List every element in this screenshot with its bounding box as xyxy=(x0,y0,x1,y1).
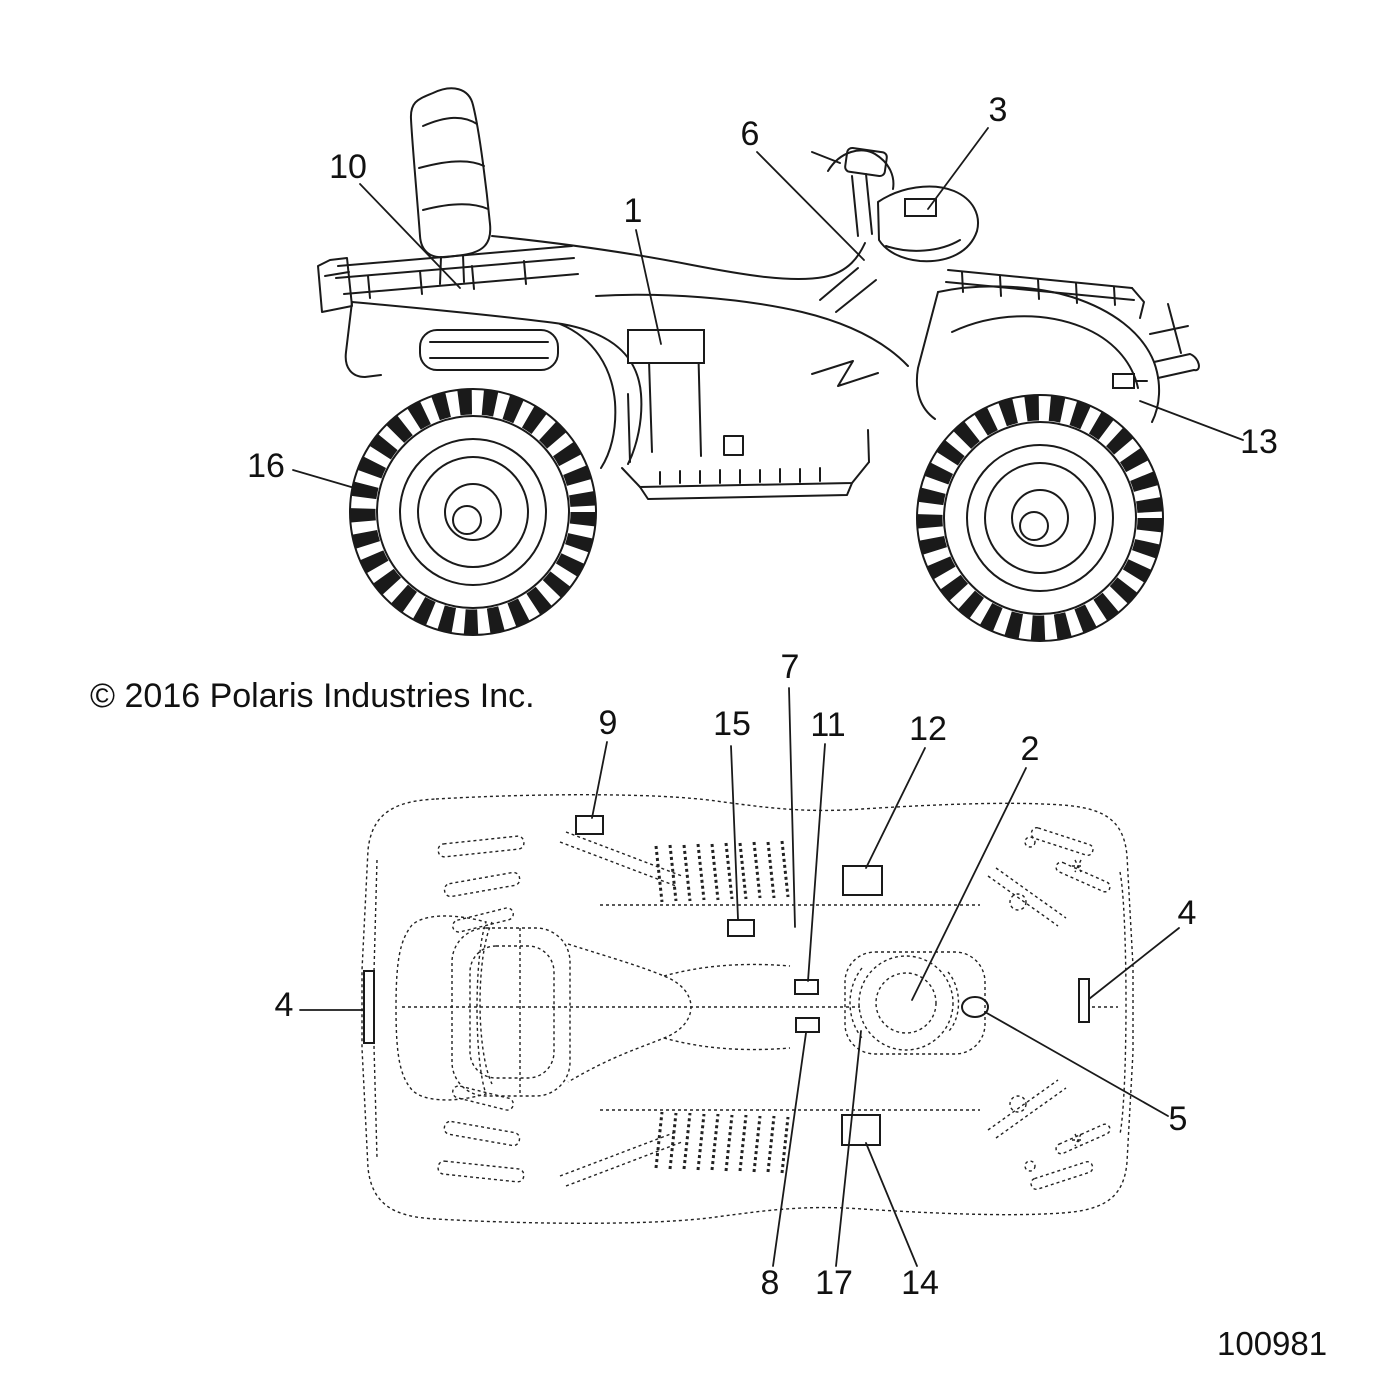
decal-box-8 xyxy=(795,1017,820,1033)
leader-8 xyxy=(772,1032,807,1267)
handlebar-and-pod xyxy=(811,146,979,263)
callout-7[interactable]: 7 xyxy=(781,648,800,686)
leader-4-right xyxy=(1088,927,1180,1000)
copyright-notice: © 2016 Polaris Industries Inc. xyxy=(90,677,535,715)
drawing-number: 100981 xyxy=(1217,1325,1327,1362)
callout-6[interactable]: 6 xyxy=(741,115,760,153)
front-rack-and-fender xyxy=(916,269,1200,423)
front-wheel xyxy=(916,394,1164,642)
leader-5 xyxy=(984,1011,1169,1117)
callout-17[interactable]: 17 xyxy=(815,1264,853,1302)
leader-10 xyxy=(359,183,461,289)
callout-11[interactable]: 11 xyxy=(810,706,845,744)
decal-box-3 xyxy=(904,198,937,217)
decal-box-15 xyxy=(727,919,755,937)
callout-1[interactable]: 1 xyxy=(624,192,643,230)
leader-7 xyxy=(788,687,796,928)
rear-rack xyxy=(317,245,579,313)
leader-12 xyxy=(865,747,926,869)
seat-and-tank xyxy=(491,235,909,457)
callout-14[interactable]: 14 xyxy=(901,1264,939,1302)
leader-2 xyxy=(911,767,1027,1001)
leader-3 xyxy=(927,127,989,210)
leader-6 xyxy=(756,151,865,261)
engine-circle xyxy=(844,951,986,1055)
leader-14 xyxy=(865,1142,918,1267)
leader-1 xyxy=(635,229,662,345)
callout-4-left[interactable]: 4 xyxy=(275,986,294,1024)
rear-wheel xyxy=(349,388,597,636)
rear-suspension xyxy=(559,831,683,1187)
running-board xyxy=(621,393,870,500)
decal-box-4-left xyxy=(363,970,375,1044)
decal-box-11 xyxy=(794,979,819,995)
leader-13 xyxy=(1139,400,1244,441)
leader-11 xyxy=(807,743,826,982)
top-leader-lines xyxy=(299,687,1180,1267)
frame-rails xyxy=(600,904,1118,1111)
callout-4-right[interactable]: 4 xyxy=(1178,894,1197,932)
callout-13[interactable]: 13 xyxy=(1240,423,1278,461)
rear-rack-top xyxy=(437,835,525,1183)
leader-9 xyxy=(591,741,608,819)
front-suspension xyxy=(987,836,1084,1172)
fuel-cap xyxy=(961,996,989,1018)
leader-16 xyxy=(292,469,359,490)
decal-box-9 xyxy=(575,815,604,835)
decal-box-1 xyxy=(627,329,705,364)
side-leader-lines xyxy=(292,127,1244,490)
callout-15[interactable]: 15 xyxy=(713,705,751,743)
callout-2[interactable]: 2 xyxy=(1021,730,1040,768)
side-view-drawing: 1 3 6 10 13 16 xyxy=(247,87,1278,642)
callout-8[interactable]: 8 xyxy=(761,1264,780,1302)
top-view-outline xyxy=(361,794,1134,1224)
callout-9[interactable]: 9 xyxy=(599,704,618,742)
decal-box-4-right xyxy=(1078,978,1090,1023)
top-view-drawing: 2 4 4 5 7 8 9 11 12 14 15 17 xyxy=(275,648,1197,1302)
front-rack-top xyxy=(1030,827,1111,1191)
callout-16[interactable]: 16 xyxy=(247,447,285,485)
rear-fender xyxy=(344,301,643,469)
callout-12[interactable]: 12 xyxy=(909,710,947,748)
callout-3[interactable]: 3 xyxy=(989,91,1008,129)
decal-box-14 xyxy=(841,1114,881,1146)
decal-box-12 xyxy=(842,865,883,896)
leader-15 xyxy=(730,745,739,920)
decal-box-13 xyxy=(1112,373,1135,389)
callout-5[interactable]: 5 xyxy=(1169,1100,1188,1138)
seat-top xyxy=(395,915,860,1101)
leader-17 xyxy=(835,1030,862,1267)
callout-10[interactable]: 10 xyxy=(329,148,367,186)
